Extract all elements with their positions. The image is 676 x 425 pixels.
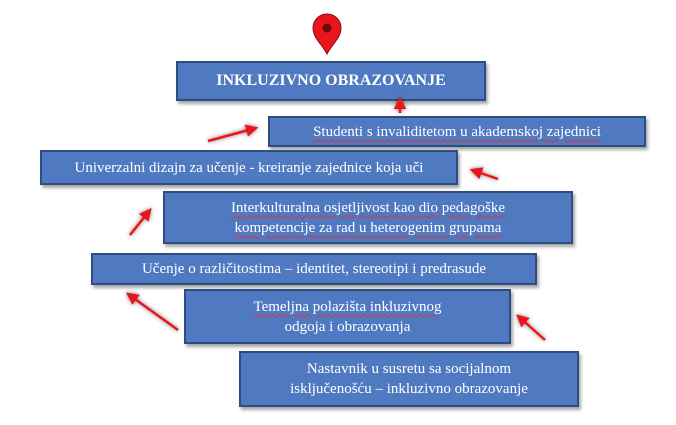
step-students-label: Studenti s invaliditetom u akademskoj za… [313, 123, 601, 140]
step-diversity-label: Učenje o različitostima – identitet, ste… [141, 261, 487, 277]
step-intercultural-box: Interkulturalna osjetljivost kao dio ped… [163, 191, 573, 244]
diagram-title: INKLUZIVNO OBRAZOVANJE [216, 72, 446, 89]
step-foundations-label: Temeljna polazišta inkluzivnog odgoja i … [253, 297, 441, 337]
title-box: INKLUZIVNO OBRAZOVANJE [176, 61, 486, 101]
step-intercultural-label: Interkulturalna osjetljivost kao dio ped… [231, 198, 505, 238]
step-universal-design-box: Univerzalni dizajn za učenje - kreiranje… [40, 150, 458, 185]
step-foundations-line2: odgoja i obrazovanja [284, 318, 411, 335]
arrow-to-step1 [207, 124, 259, 143]
arrow-to-step4 [125, 292, 179, 332]
arrow-to-step5 [516, 314, 546, 341]
step-foundations-line1: Temeljna polazišta inkluzivnog [253, 298, 442, 315]
step-intercultural-line2: kompetencije za rad u heterogenim grupam… [234, 219, 502, 236]
step-students-box: Studenti s invaliditetom u akademskoj za… [268, 116, 646, 147]
step-intercultural-line1: Interkulturalna osjetljivost kao dio ped… [230, 199, 506, 216]
step-universal-design-label: Univerzalni dizajn za učenje - kreiranje… [74, 159, 424, 176]
arrow-to-step3 [129, 208, 152, 236]
step-teacher-line2: isključenošću – inkluzivno obrazovanje [290, 381, 528, 397]
step-diversity-box: Učenje o različitostima – identitet, ste… [91, 253, 537, 285]
step-foundations-box: Temeljna polazišta inkluzivnog odgoja i … [184, 289, 511, 344]
step-teacher-label: Nastavnik u susretu sa socijalnom isklju… [290, 359, 528, 399]
arrow-to-step2 [469, 167, 499, 181]
step-teacher-line1: Nastavnik u susretu sa socijalnom [306, 361, 512, 377]
step-teacher-box: Nastavnik u susretu sa socijalnom isklju… [239, 351, 579, 407]
